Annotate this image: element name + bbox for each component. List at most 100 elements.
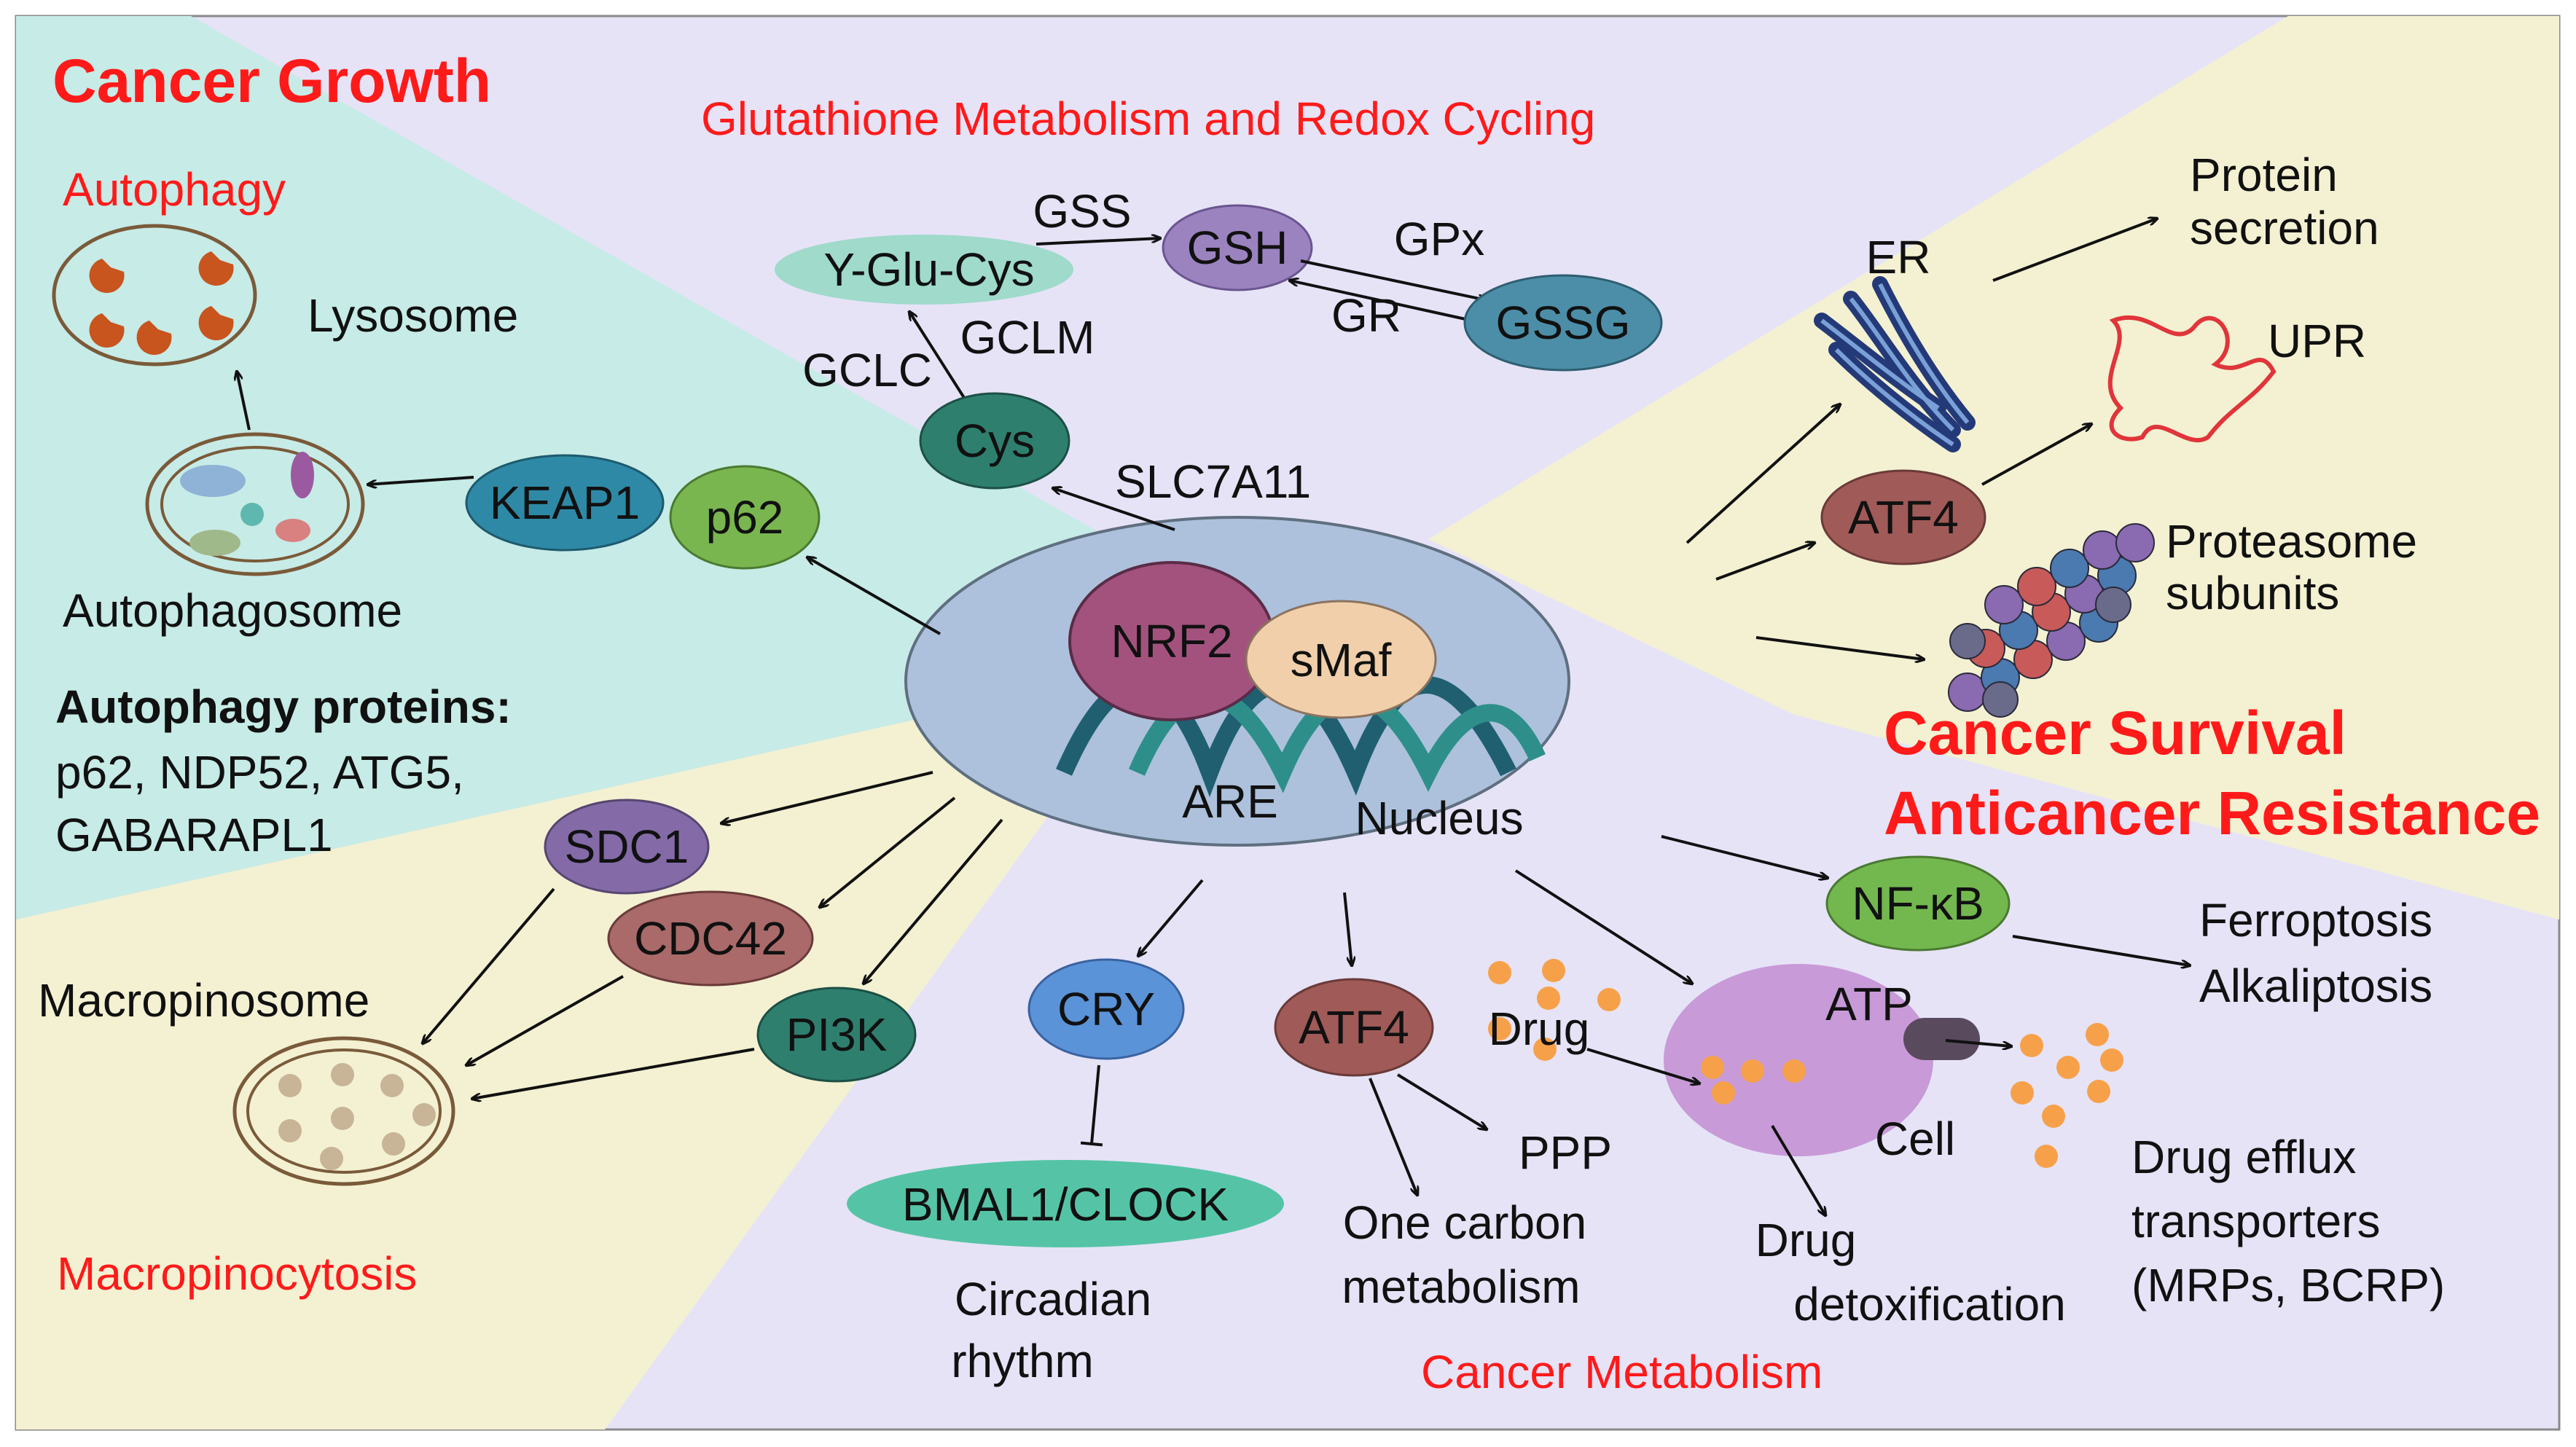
lysosome-label: Lysosome (308, 289, 518, 342)
drug-label: Drug (1489, 1003, 1590, 1055)
proteasome-line1: Proteasome (2166, 515, 2417, 568)
macropinosome-label: Macropinosome (38, 974, 369, 1027)
gr-label: GR (1331, 289, 1401, 342)
title-glutathione: Glutathione Metabolism and Redox Cycling (701, 93, 1595, 145)
p62-node (669, 465, 821, 570)
arrow-nucleus-atf4 (1715, 543, 1814, 581)
lysosome-contents-icon (89, 251, 234, 356)
keap1-node (465, 454, 665, 552)
smaf-label: sMaf (1291, 634, 1392, 686)
one-carbon-line1: One carbon (1343, 1196, 1586, 1249)
gpx-label: GPx (1394, 213, 1484, 265)
region-cancer-survival (1428, 16, 2559, 919)
autophagosome-shape (145, 432, 365, 576)
yglucys-label: Y-Glu-Cys (823, 243, 1034, 296)
bmal-clock-node (847, 1160, 1284, 1247)
arrow-gsh-gssg (1300, 259, 1487, 300)
one-carbon-line2: metabolism (1342, 1260, 1580, 1313)
smaf-node (1245, 600, 1437, 719)
proteasome-icon (1948, 523, 2155, 718)
autophagosome-label: Autophagosome (63, 584, 402, 637)
are-label: ARE (1182, 775, 1278, 828)
pi3k-node (756, 987, 917, 1083)
autophagy-proteins-line1: p62, NDP52, ATG5, (55, 746, 464, 799)
gclc-label: GCLC (802, 344, 932, 396)
lysosome-shape (52, 224, 257, 366)
arrow-drug-cell (1586, 1048, 1699, 1083)
title-macropinocytosis: Macropinocytosis (57, 1247, 417, 1300)
arrow-pi3k-macropinosome (472, 1048, 755, 1099)
drug-dots-effluxed (2011, 1023, 2123, 1168)
drug-dots-outside (1488, 959, 1621, 1061)
region-macropinocytosis (16, 699, 1064, 1430)
atp-transporter-icon (1903, 1018, 1980, 1060)
title-anticancer-resistance: Anticancer Resistance (1884, 779, 2540, 847)
arrow-nrf2-sdc1 (721, 771, 933, 823)
arrow-atf4-onecarbon (1369, 1078, 1417, 1195)
arrow-nucleus-nfkb (1661, 835, 1828, 878)
detox-line2: detoxification (1793, 1278, 2066, 1330)
arrow-cell-detox (1771, 1124, 1825, 1215)
drug-dots-inside (1701, 1056, 1806, 1105)
inhibit-cry-bmal (1080, 1064, 1103, 1147)
arrow-nucleus-proteasome (1755, 636, 1924, 659)
pi3k-label: PI3K (786, 1008, 888, 1061)
arrow-er-secretion (1992, 219, 2157, 282)
cell-label: Cell (1875, 1113, 1955, 1165)
bmal-clock-label: BMAL1/CLOCK (902, 1178, 1229, 1231)
arrow-nfkb-ferroptosis (2012, 935, 2190, 965)
gss-label: GSS (1033, 185, 1131, 238)
efflux-line2: transporters (2131, 1195, 2380, 1247)
cys-label: Cys (955, 415, 1035, 467)
circadian-line1: Circadian (955, 1273, 1151, 1325)
efflux-line1: Drug efflux (2131, 1131, 2356, 1183)
efflux-line3: (MRPs, BCRP) (2131, 1259, 2445, 1311)
nucleus: NRF2 sMaf ARE Nucleus (904, 516, 1570, 847)
upr-label: UPR (2268, 315, 2366, 367)
arrow-nrf2-cdc42 (820, 796, 956, 907)
atp-label: ATP (1825, 978, 1913, 1030)
arrow-nucleus-er (1686, 404, 1840, 544)
arrow-atf4-ppp (1396, 1073, 1487, 1129)
title-cancer-growth: Cancer Growth (52, 47, 491, 115)
sdc1-node (544, 799, 710, 895)
macro-panel: SDC1 CDC42 PI3K Macropinosome (38, 771, 1003, 1186)
atf4-survival-label: ATF4 (1848, 491, 1959, 544)
cdc42-node (607, 890, 814, 987)
macropinosome-shape (232, 1036, 455, 1186)
arrow-nrf2-cry (1138, 879, 1204, 956)
arrow-keap1-autophagosome (368, 476, 474, 485)
gsh-node (1162, 204, 1313, 291)
arrow-autophagosome-lysosome (237, 372, 251, 431)
arrow-nrf2-p62 (807, 557, 941, 635)
arrow-atf4-upr (1981, 424, 2091, 486)
autophagy-panel: Lysosome Autophagosome KEAP1 p62 Autopha… (52, 224, 941, 861)
metabolism-panel: CRY BMAL1/CLOCK Circadian rhythm ATF4 PP… (847, 835, 2445, 1387)
title-cancer-survival: Cancer Survival (1884, 699, 2346, 767)
glutathione-panel: Y-Glu-Cys GSS GSH GPx GR GSSG GCLM GCLC … (775, 185, 1663, 531)
p62-label: p62 (706, 491, 784, 544)
gclm-label: GCLM (960, 311, 1095, 364)
title-autophagy: Autophagy (63, 163, 286, 216)
proteasome-line2: subunits (2166, 567, 2339, 619)
atf4-survival-node (1820, 469, 1986, 565)
gssg-node (1463, 274, 1663, 372)
macropinosome-contents-icon (278, 1063, 436, 1170)
ferroptosis-label: Ferroptosis (2199, 894, 2432, 946)
arrow-nrf2-pi3k (864, 818, 1003, 984)
er-label: ER (1866, 231, 1931, 283)
alkaliptosis-label: Alkaliptosis (2199, 960, 2432, 1012)
arrow-nrf2-cys (1053, 488, 1175, 531)
protein-secretion-line1: Protein (2190, 149, 2338, 201)
cdc42-label: CDC42 (634, 912, 787, 965)
sdc1-label: SDC1 (565, 820, 689, 873)
atf4-metabolism-label: ATF4 (1299, 1001, 1409, 1054)
cry-label: CRY (1057, 983, 1155, 1035)
arrow-yglucys-gsh (1036, 238, 1160, 246)
upr-icon (2107, 315, 2276, 443)
nfkb-node (1825, 855, 2011, 952)
cell-shape (1664, 964, 1933, 1156)
arrow-nrf2-atf4 (1343, 892, 1352, 965)
detox-line1: Drug (1755, 1214, 1857, 1266)
